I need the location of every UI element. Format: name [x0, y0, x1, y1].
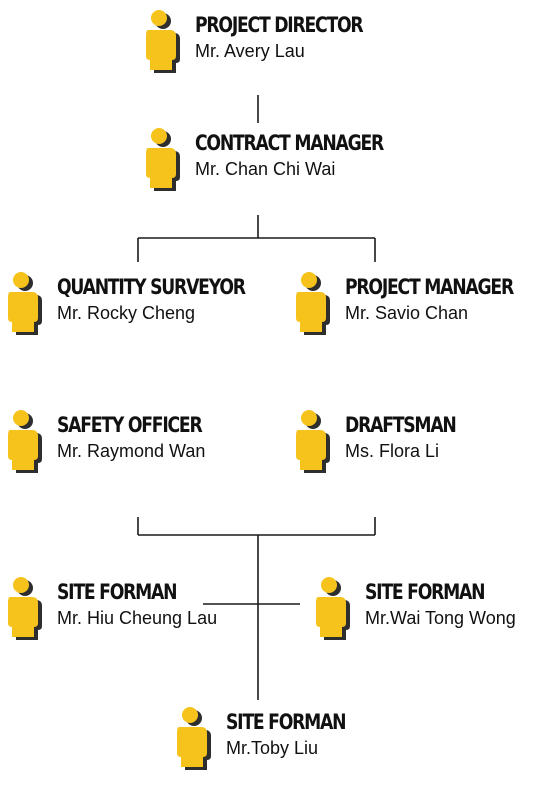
person-name: Mr.Toby Liu	[226, 738, 319, 758]
role-label: CONTRACT MANAGER	[195, 131, 384, 155]
role-label: SITE FORMAN	[57, 580, 178, 604]
person-icon	[146, 10, 180, 73]
person-icon	[8, 272, 42, 335]
person-name: Mr. Avery Lau	[195, 41, 305, 61]
person-icon	[8, 410, 42, 473]
role-label: SITE FORMAN	[365, 580, 486, 604]
person-icon	[146, 128, 180, 191]
role-label: DRAFTSMAN	[345, 413, 457, 437]
role-label: PROJECT DIRECTOR	[195, 13, 364, 37]
person-name: Mr. Raymond Wan	[57, 441, 206, 461]
person-name: Mr. Chan Chi Wai	[195, 159, 336, 179]
person-name: Ms. Flora Li	[345, 441, 440, 461]
person-name: Mr. Hiu Cheung Lau	[57, 608, 218, 628]
person-icon	[8, 577, 42, 640]
role-label: PROJECT MANAGER	[345, 275, 514, 299]
person-icon	[296, 272, 330, 335]
person-icon	[316, 577, 350, 640]
role-label: SITE FORMAN	[226, 710, 347, 734]
role-label: QUANTITY SURVEYOR	[57, 275, 246, 299]
role-label: SAFETY OFFICER	[57, 413, 203, 437]
person-icon	[177, 707, 211, 770]
person-name: Mr.Wai Tong Wong	[365, 608, 516, 628]
person-name: Mr. Savio Chan	[345, 303, 469, 323]
person-icon	[296, 410, 330, 473]
person-name: Mr. Rocky Cheng	[57, 303, 196, 323]
